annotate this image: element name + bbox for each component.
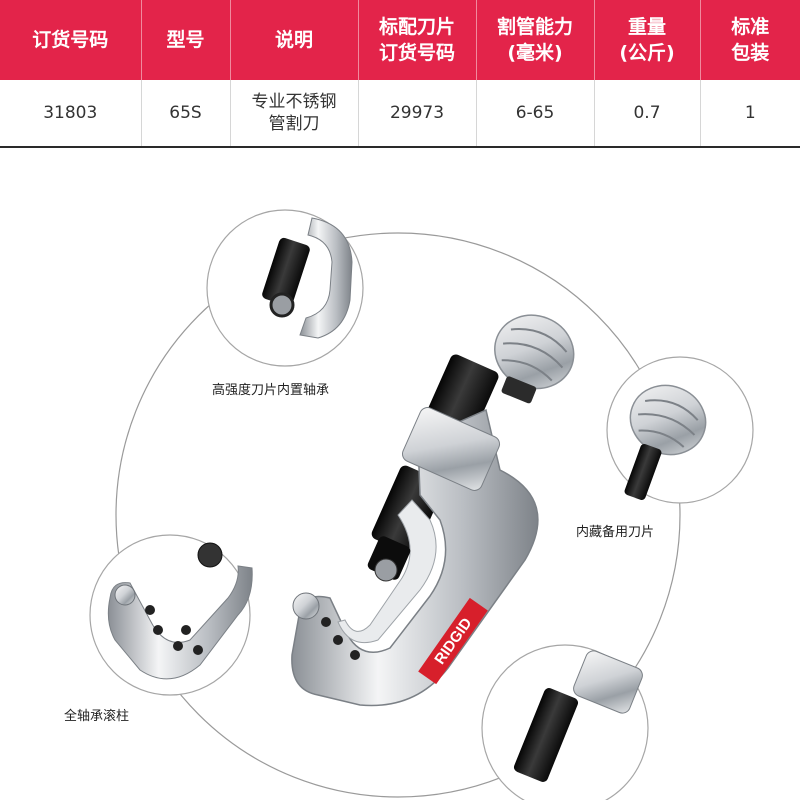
callout-circle-slider (482, 645, 648, 800)
header-cutting-capacity: 割管能力 (毫米) (476, 0, 594, 80)
cell-order-number: 31803 (0, 80, 141, 147)
cell-line: 29973 (359, 102, 476, 124)
cell-line: 管割刀 (231, 113, 358, 135)
cell-model: 65S (141, 80, 230, 147)
main-cutter-icon (292, 303, 585, 705)
table-row: 31803 65S 专业不锈钢 管割刀 29973 6-65 0.7 1 (0, 80, 800, 147)
cell-standard-package: 1 (700, 80, 800, 147)
header-order-number: 订货号码 (0, 0, 141, 80)
cell-line: 专业不锈钢 (231, 91, 358, 113)
callout-label-roller-bearings: 全轴承滚柱 (64, 705, 129, 724)
cell-line: 1 (701, 102, 800, 124)
header-description: 说明 (230, 0, 358, 80)
cell-line: 0.7 (595, 102, 700, 124)
callout-circle-blade-bearing (207, 210, 363, 366)
header-line: 包装 (701, 40, 800, 66)
header-line: 订货号码 (359, 40, 476, 66)
callout-label-blade-bearing: 高强度刀片内置轴承 (212, 379, 329, 398)
cell-line: 65S (142, 102, 230, 124)
cell-cutting-capacity: 6-65 (476, 80, 594, 147)
header-line: 割管能力 (477, 14, 594, 40)
header-line: 说明 (231, 27, 358, 53)
header-line: 订货号码 (0, 27, 141, 53)
callout-circle-spare-blade (607, 357, 753, 503)
header-line: 标准 (701, 14, 800, 40)
cell-description: 专业不锈钢 管割刀 (230, 80, 358, 147)
header-line: 重量 (595, 14, 700, 40)
header-weight: 重量 (公斤) (594, 0, 700, 80)
header-line: 标配刀片 (359, 14, 476, 40)
cell-blade-order-number: 29973 (358, 80, 476, 147)
cell-line: 31803 (0, 102, 141, 124)
header-blade-order-number: 标配刀片 订货号码 (358, 0, 476, 80)
header-line: (公斤) (595, 40, 700, 66)
header-standard-package: 标准 包装 (700, 0, 800, 80)
tube-cutter-illustration: RIDGID (0, 150, 800, 800)
table-header-row: 订货号码 型号 说明 标配刀片 订货号码 割管能力 (毫米) 重量 (公斤) 标… (0, 0, 800, 80)
header-line: (毫米) (477, 40, 594, 66)
callout-label-spare-blade: 内藏备用刀片 (576, 521, 654, 540)
spec-table: 订货号码 型号 说明 标配刀片 订货号码 割管能力 (毫米) 重量 (公斤) 标… (0, 0, 800, 148)
header-model: 型号 (141, 0, 230, 80)
cell-weight: 0.7 (594, 80, 700, 147)
callout-circle-rollers (90, 535, 252, 695)
product-feature-diagram: RIDGID (0, 150, 800, 800)
cell-line: 6-65 (477, 102, 594, 124)
header-line: 型号 (142, 27, 230, 53)
